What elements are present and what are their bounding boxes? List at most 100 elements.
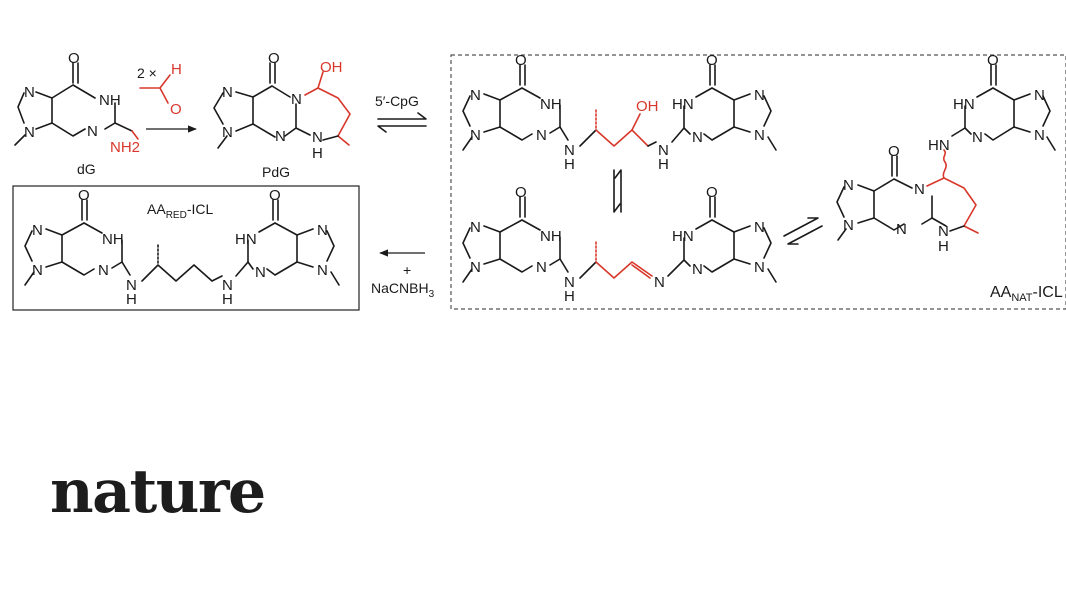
aa-red-icl-panel [12, 185, 360, 311]
cr-n9: N [754, 127, 765, 144]
dg-label: dG [77, 161, 96, 177]
cl-n7: N [470, 87, 481, 104]
imine-left-guanine: O NH N N N N H [462, 184, 575, 305]
rr-o: O [269, 187, 281, 204]
rr-link-n: N [222, 277, 233, 294]
ir-n9: N [754, 259, 765, 276]
cl-o: O [515, 52, 527, 69]
cl-nh: NH [540, 96, 562, 113]
pdg-n7: N [222, 84, 233, 101]
nt-hn: HN [953, 96, 975, 113]
np-o: O [888, 143, 900, 160]
ir-hn: HN [672, 228, 694, 245]
aa-red-linker [141, 242, 223, 282]
cl-link-h: H [564, 156, 575, 173]
pdg-carbonyl-o: O [268, 50, 280, 67]
cr-link-h: H [658, 156, 669, 173]
rl-n9: N [32, 262, 43, 279]
np-nh: N [938, 223, 949, 240]
pdg-n3: N [275, 128, 286, 145]
rl-n3: N [98, 262, 109, 279]
il-link-n: N [564, 274, 575, 291]
aa-nat-top-guanine: O HN N N N HN [928, 52, 1056, 154]
pdg-n9: N [222, 124, 233, 141]
cl-hydroxyl: OH [636, 98, 659, 115]
cr-hn: HN [672, 96, 694, 113]
nt-n7: N [1034, 87, 1045, 104]
il-n3: N [536, 259, 547, 276]
rr-n7: N [317, 222, 328, 239]
aa-red-label: AARED-ICL [147, 201, 213, 221]
carbinolamine-linker: OH [579, 98, 659, 147]
cl-n3: N [536, 127, 547, 144]
cpg-adduct-panel [450, 54, 1066, 310]
rl-n7: N [32, 222, 43, 239]
reduction-plus: + [403, 262, 411, 278]
rr-n9: N [317, 262, 328, 279]
dg-carbonyl-o: O [68, 50, 80, 67]
ir-n3: N [692, 261, 703, 278]
pdg-hydroxyl: OH [320, 59, 343, 76]
nature-logo: nature [50, 457, 266, 527]
nt-n3: N [972, 129, 983, 146]
cl-link-n: N [564, 142, 575, 159]
rl-link-h: H [126, 291, 137, 308]
il-n7: N [470, 219, 481, 236]
il-link-h: H [564, 288, 575, 305]
np-n7: N [843, 177, 854, 194]
aa-red-left-guanine: O NH N N N N H [24, 187, 137, 308]
cpg-label: 5′-CpG [375, 93, 419, 109]
nt-link-hn: HN [928, 137, 950, 154]
rr-link-h: H [222, 291, 233, 308]
nt-n9: N [1034, 127, 1045, 144]
cr-n3: N [692, 129, 703, 146]
aa-nat-pyrimido-guanine: O N N N N N H [836, 143, 979, 255]
pdg-n1: N [291, 91, 302, 108]
dg-n7: N [24, 84, 35, 101]
equilibrium-arrows-vertical [613, 169, 622, 213]
dg-structure: O NH N N N NH2 dG [14, 50, 140, 177]
il-nh: NH [540, 228, 562, 245]
il-n9: N [470, 259, 481, 276]
rl-nh: NH [102, 231, 124, 248]
equilibrium-arrows-aanat [783, 217, 823, 245]
dg-n1h: NH [99, 92, 121, 109]
svg-text:AARED-ICL: AARED-ICL [147, 201, 213, 221]
cr-n7: N [754, 87, 765, 104]
cl-n9: N [470, 127, 481, 144]
np-nh-h: H [938, 238, 949, 255]
il-o: O [515, 184, 527, 201]
dg-amine: NH2 [110, 139, 140, 156]
ir-o: O [706, 184, 718, 201]
pdg-structure: O N N N N N H OH PdG [213, 50, 351, 180]
cr-link-n: N [658, 142, 669, 159]
pdg-label: PdG [262, 164, 290, 180]
aldehyde-h: H [171, 61, 182, 78]
aa-nat-label: AANAT-ICL [990, 284, 1063, 304]
np-n9: N [843, 217, 854, 234]
carbinolamine-left-guanine: O NH N N N N H [462, 52, 575, 173]
acetaldehyde-reagent: 2 × H O [137, 61, 182, 118]
nt-o: O [987, 52, 999, 69]
reaction-scheme: O NH N N N NH2 dG 2 × H O O N N N N N H … [12, 50, 1066, 311]
cr-o: O [706, 52, 718, 69]
aldehyde-o: O [170, 101, 182, 118]
rr-hn: HN [235, 231, 257, 248]
imine-right-guanine: N O HN N N N [654, 184, 777, 291]
rl-o: O [78, 187, 90, 204]
np-n1: N [914, 181, 925, 198]
ir-link-n: N [654, 274, 665, 291]
ir-n7: N [754, 219, 765, 236]
aa-red-right-guanine: N H O HN N N N [222, 187, 340, 308]
imine-linker [579, 239, 653, 279]
svg-text:AANAT-ICL: AANAT-ICL [990, 284, 1063, 304]
reagent-prefix: 2 × [137, 65, 157, 81]
np-n3: N [896, 221, 907, 238]
pdg-nh: N [312, 129, 323, 146]
svg-text:NaCNBH3: NaCNBH3 [371, 280, 435, 300]
rl-link-n: N [126, 277, 137, 294]
dg-n9: N [24, 124, 35, 141]
nacnbh3-label: NaCNBH3 [371, 280, 435, 300]
equilibrium-arrows-pdg [377, 112, 427, 133]
rr-n3: N [255, 264, 266, 281]
